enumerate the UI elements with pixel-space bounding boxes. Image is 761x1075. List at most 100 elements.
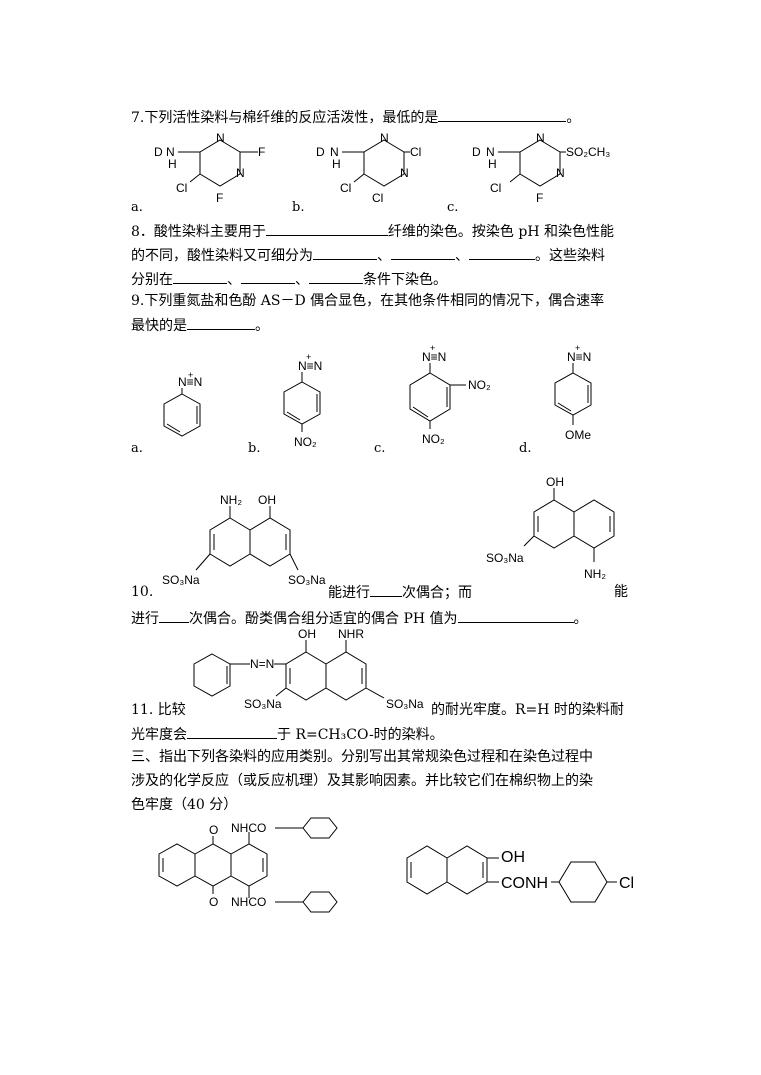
- answer-blank[interactable]: [187, 725, 277, 739]
- svg-text:N=N: N=N: [250, 657, 274, 671]
- q10-structure-h-acid: NH₂ OH SO₃Na SO₃Na: [162, 493, 326, 587]
- q9-structure-b: N≡N + NO₂: [283, 352, 322, 449]
- answer-blank[interactable]: [187, 316, 255, 330]
- answer-blank[interactable]: [173, 270, 227, 284]
- q7-option-c: c.: [447, 200, 459, 215]
- svg-text:+: +: [575, 343, 580, 353]
- svg-text:SO₃Na: SO₃Na: [386, 697, 424, 711]
- svg-text:O: O: [209, 823, 218, 837]
- answer-blank[interactable]: [391, 246, 455, 260]
- svg-text:F: F: [258, 145, 265, 159]
- svg-text:N: N: [236, 166, 245, 180]
- svg-text:N: N: [380, 131, 389, 145]
- svg-text:H: H: [168, 157, 177, 171]
- answer-blank[interactable]: [469, 246, 535, 260]
- svg-text:N: N: [216, 131, 225, 145]
- q7-structure-a: D N H N F N Cl F: [154, 131, 265, 205]
- svg-text:NHR: NHR: [338, 627, 364, 641]
- answer-blank[interactable]: [438, 108, 567, 122]
- svg-text:Cl: Cl: [340, 181, 351, 195]
- answer-blank[interactable]: [370, 583, 402, 597]
- svg-text:H: H: [332, 157, 341, 171]
- svg-text:CONH: CONH: [501, 875, 548, 892]
- q11-line1-prefix: 11. 比较: [131, 702, 186, 718]
- svg-text:SO₃Na: SO₃Na: [288, 573, 326, 587]
- svg-text:NH₂: NH₂: [584, 567, 606, 581]
- svg-text:N≡N: N≡N: [178, 375, 202, 389]
- svg-text:Cl: Cl: [410, 145, 421, 159]
- svg-text:NO₂: NO₂: [468, 378, 491, 392]
- svg-text:OH: OH: [546, 475, 564, 489]
- answer-blank[interactable]: [457, 609, 574, 623]
- svg-text:SO₃Na: SO₃Na: [486, 551, 524, 565]
- q11-structure-azo-dye: N=N OH NHR SO₃Na SO₃Na: [193, 627, 424, 711]
- svg-text:Cl: Cl: [619, 875, 634, 892]
- svg-text:N: N: [400, 166, 409, 180]
- svg-text:NHCO: NHCO: [231, 895, 266, 909]
- svg-text:NHCO: NHCO: [231, 821, 266, 835]
- svg-text:NO₂: NO₂: [294, 435, 317, 449]
- q9-structure-c: N≡N + NO₂ NO₂: [409, 343, 491, 446]
- svg-text:NO₂: NO₂: [422, 432, 445, 446]
- svg-text:F: F: [216, 191, 223, 205]
- svg-text:N: N: [536, 131, 545, 145]
- q9-structure-d: N≡N + OMe: [554, 343, 592, 442]
- sec3-line1: 三、指出下列各染料的应用类别。分别写出其常规染色过程和在染色过程中: [131, 749, 593, 765]
- q9-option-b: b.: [248, 441, 261, 456]
- svg-text:SO₃Na: SO₃Na: [162, 573, 200, 587]
- q9-option-c: c.: [374, 441, 386, 456]
- svg-text:N: N: [486, 145, 495, 159]
- q11-line2: 光牢度会于 R=CH₃CO-时的染料。: [131, 725, 444, 743]
- answer-blank[interactable]: [313, 246, 377, 260]
- q11-line1-suffix: 的耐光牢度。R=H 时的染料耐: [431, 702, 624, 718]
- svg-text:N≡N: N≡N: [298, 359, 322, 373]
- svg-text:N≡N: N≡N: [422, 350, 446, 364]
- q7-structure-b: D N H N Cl N Cl Cl: [316, 131, 421, 205]
- svg-text:N≡N: N≡N: [567, 350, 591, 364]
- svg-text:N: N: [556, 166, 565, 180]
- q7-structure-c: D N H N SO₂CH₃ N Cl F: [472, 131, 610, 205]
- q9-line1: 9.下列重氮盐和色酚 AS－D 偶合显色，在其他条件相同的情况下，偶合速率: [131, 293, 605, 309]
- svg-text:+: +: [306, 352, 311, 362]
- sec3-line3: 色牢度（40 分）: [131, 797, 238, 813]
- svg-text:OH: OH: [501, 849, 525, 866]
- svg-text:NH₂: NH₂: [220, 493, 242, 507]
- svg-text:SO₃Na: SO₃Na: [244, 697, 282, 711]
- svg-text:D: D: [316, 145, 325, 159]
- q8-line1: 8．酸性染料主要用于纤维的染色。按染色 pH 和染色性能: [131, 222, 614, 240]
- svg-text:Cl: Cl: [176, 181, 187, 195]
- q8-line2: 的不同，酸性染料又可细分为、、。这些染料: [131, 246, 605, 264]
- svg-text:Cl: Cl: [372, 191, 383, 205]
- answer-blank[interactable]: [265, 222, 388, 236]
- answer-blank[interactable]: [159, 609, 189, 623]
- svg-text:Cl: Cl: [490, 181, 501, 195]
- q10-line1-mid: 能进行次偶合；而: [328, 583, 472, 601]
- q10-line1-end: 能: [614, 584, 628, 600]
- answer-blank[interactable]: [309, 270, 363, 284]
- q7-option-b: b.: [292, 200, 305, 215]
- sec3-line2: 涉及的化学反应（或反应机理）及其影响因素。并比较它们在棉织物上的染: [131, 773, 593, 789]
- svg-text:N: N: [166, 145, 175, 159]
- svg-text:+: +: [188, 370, 193, 380]
- svg-text:O: O: [209, 895, 218, 909]
- answer-blank[interactable]: [241, 270, 295, 284]
- q9-structure-a: N≡N +: [163, 370, 202, 437]
- svg-text:D: D: [472, 145, 481, 159]
- q10-structure-naphthol: OH SO₃Na NH₂: [486, 475, 615, 581]
- q10-line2: 进行次偶合。酚类偶合组分适宜的偶合 PH 值为。: [131, 609, 588, 627]
- svg-text:OH: OH: [298, 627, 316, 641]
- q7-option-a: a.: [131, 200, 143, 215]
- svg-text:OH: OH: [258, 493, 276, 507]
- svg-text:N: N: [330, 145, 339, 159]
- svg-text:H: H: [488, 157, 497, 171]
- q9-line2: 最快的是。: [131, 316, 269, 334]
- sec3-structure-anthraquinone: O O NHCO NHCO: [158, 817, 338, 913]
- q7-text: 7.下列活性染料与棉纤维的反应活泼性，最低的是。: [131, 108, 581, 126]
- svg-text:OMe: OMe: [565, 428, 591, 442]
- svg-text:+: +: [430, 343, 435, 353]
- q10-line1-num: 10.: [131, 584, 154, 600]
- q8-line3: 分别在、、条件下染色。: [131, 270, 447, 288]
- q9-option-a: a.: [131, 441, 143, 456]
- svg-text:F: F: [536, 191, 543, 205]
- sec3-structure-naphthol-as: OH CONH Cl: [406, 845, 634, 903]
